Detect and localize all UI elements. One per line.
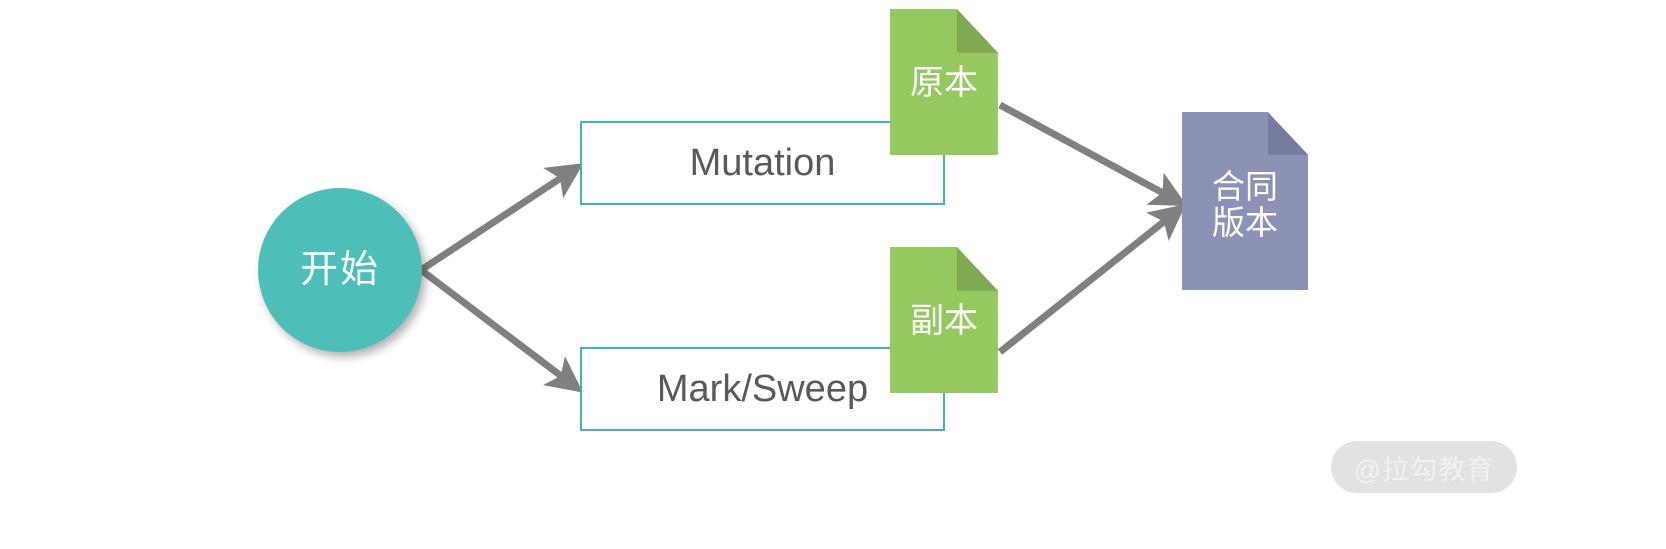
document-fold-icon: [956, 247, 998, 291]
document-copy-label: 副本: [910, 302, 978, 340]
connector-start-to-mutation: [419, 163, 584, 273]
document-contract-version-label: 合同 版本: [1212, 168, 1278, 241]
document-contract-version[interactable]: 合同 版本: [1182, 112, 1308, 290]
document-original-label: 原本: [910, 64, 978, 102]
process-box-marksweep[interactable]: Mark/Sweep: [580, 347, 945, 431]
watermark-text: @拉勾教育: [1353, 454, 1495, 485]
document-original[interactable]: 原本: [890, 9, 998, 155]
document-fold-icon: [1267, 112, 1308, 155]
start-node-label: 开始: [299, 249, 380, 291]
watermark-badge: @拉勾教育: [1331, 441, 1517, 493]
connector-original-to-contract: [998, 101, 1188, 206]
process-box-marksweep-label: Mark/Sweep: [656, 368, 869, 410]
document-fold-icon: [956, 9, 998, 53]
document-copy[interactable]: 副本: [890, 247, 998, 393]
connector-start-to-marksweep: [418, 267, 584, 393]
process-box-mutation[interactable]: Mutation: [580, 121, 945, 205]
start-node[interactable]: 开始: [258, 188, 422, 352]
process-box-mutation-label: Mutation: [689, 142, 836, 184]
connector-copy-to-contract: [997, 204, 1186, 355]
